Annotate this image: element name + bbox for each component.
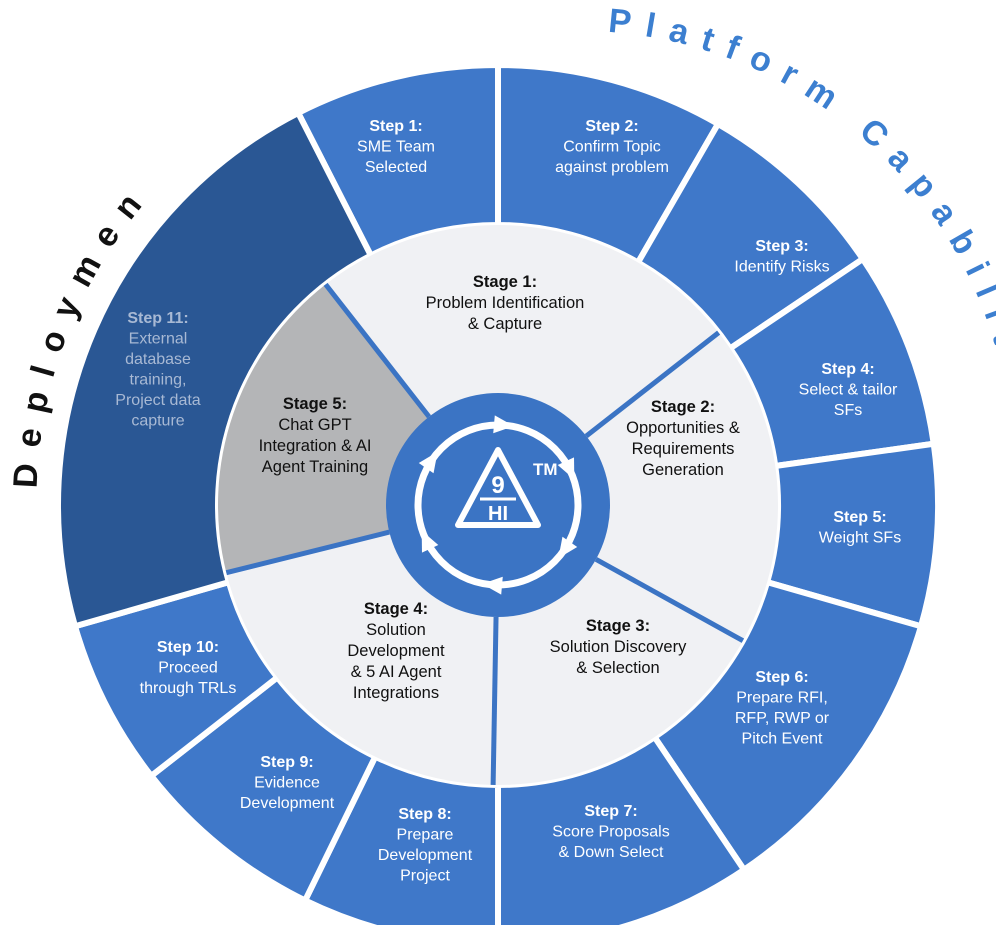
logo-bottom-text: HI <box>488 503 508 525</box>
step-6-label-line: Pitch Event <box>742 731 823 748</box>
stage-4-label-line: Integrations <box>353 684 439 702</box>
step-7-label-line: Score Proposals <box>552 824 669 841</box>
step-1-label-line: SME Team <box>357 139 435 156</box>
cycle-arrow-icon <box>493 415 514 434</box>
stage-2-segment <box>583 332 778 641</box>
trademark-text: TM <box>533 460 558 479</box>
stage-3-label-title: Stage 3: <box>586 617 650 635</box>
stage-4-segment <box>226 531 497 785</box>
cycle-arrow-icon <box>482 576 503 595</box>
center-hub: 9HI TM <box>386 393 610 617</box>
step-4-label-title: Step 4: <box>821 361 874 378</box>
step-6-label-line: Prepare RFI, <box>736 690 828 707</box>
step-9-label-line: Evidence <box>254 775 320 792</box>
cycle-arrow-icon <box>557 457 575 480</box>
cycle-arrow-icon <box>418 451 438 474</box>
step-8-label-title: Step 8: <box>398 806 451 823</box>
inner-ring <box>217 225 778 786</box>
cycle-arrow-icon <box>558 536 578 559</box>
step-5-label: Step 5: Weight SFs <box>819 509 901 547</box>
stage-2-label-title: Stage 2: <box>651 398 715 416</box>
stage-3-label-line: & Selection <box>576 659 659 677</box>
stage-1-label: Stage 1: Problem Identification & Capture <box>426 273 585 333</box>
stage-2-label-line: Generation <box>642 461 724 479</box>
step-11-label-line: database <box>125 351 191 368</box>
step-6-label: Step 6: Prepare RFI, RFP, RWP or Pitch Even… <box>735 669 830 748</box>
stage-4-label-line: Development <box>347 642 445 660</box>
stage-divider <box>323 282 432 419</box>
step-2-label-title: Step 2: <box>585 118 638 135</box>
stage-1-label-line: Problem Identification <box>426 294 585 312</box>
step-7-label: Step 7: Score Proposals & Down Select <box>552 803 669 861</box>
step-11-label-title: Step 11: <box>127 310 188 327</box>
step-3-label-line: Identify Risks <box>734 259 829 276</box>
step-1-label-line: Selected <box>365 159 427 176</box>
stage-5-label-line: Agent Training <box>262 458 368 476</box>
step-1-label-title: Step 1: <box>369 118 422 135</box>
stage-5-label-title: Stage 5: <box>283 395 347 413</box>
step-11-label-line: training, <box>130 372 187 389</box>
step-5-label-title: Step 5: <box>833 509 886 526</box>
step-6-label-line: RFP, RWP or <box>735 710 830 727</box>
stage-1-label-title: Stage 1: <box>473 273 537 291</box>
step-5-label-line: Weight SFs <box>819 530 901 547</box>
step-6-label-title: Step 6: <box>755 669 808 686</box>
step-4-label-line: Select & tailor <box>799 382 898 399</box>
stage-1-segment <box>325 225 719 439</box>
stage-2-label-line: Opportunities & <box>626 419 740 437</box>
stage-5-label: Stage 5: Chat GPT Integration & AI Agent Tr… <box>259 395 372 476</box>
step-4-label-line: SFs <box>834 402 862 419</box>
nine-hi-logo-icon: 9HI TM <box>455 447 558 528</box>
step-10-label: Step 10: Proceed through TRLs <box>140 639 237 697</box>
step-2-label-line: Confirm Topic <box>563 139 661 156</box>
step-11-label-line: External <box>129 331 188 348</box>
stage-2-label-line: Requirements <box>632 440 735 458</box>
step-9-label-title: Step 9: <box>260 754 313 771</box>
stage-5-label-line: Integration & AI <box>259 437 372 455</box>
step-3-label: Step 3: Identify Risks <box>734 238 829 276</box>
stage-4-label-line: & 5 AI Agent <box>351 663 442 681</box>
step-9-label-line: Development <box>240 795 335 812</box>
stage-3-label-line: Solution Discovery <box>550 638 687 656</box>
step-10-label-line: through TRLs <box>140 680 237 697</box>
step-3-label-title: Step 3: <box>755 238 808 255</box>
step-2-label: Step 2: Confirm Topic against problem <box>555 118 669 176</box>
stage-3-segment <box>493 557 743 785</box>
step-8-label-line: Development <box>378 847 473 864</box>
stage-divider <box>490 616 499 786</box>
stage-divider <box>594 557 745 643</box>
stage-5-label-line: Chat GPT <box>278 416 351 434</box>
logo-top-text: 9 <box>491 472 504 499</box>
stage-3-label: Stage 3: Solution Discovery & Selection <box>550 617 687 677</box>
stage-divider <box>584 330 721 439</box>
stage-4-label-title: Stage 4: <box>364 600 428 618</box>
step-11-label: Step 11: External database training, Project… <box>115 310 200 430</box>
stage-5-segment <box>217 284 432 573</box>
step-7-label-line: & Down Select <box>559 844 664 861</box>
step-8-label-line: Prepare <box>397 827 454 844</box>
step-2-label-line: against problem <box>555 159 669 176</box>
stage-1-label-line: & Capture <box>468 315 542 333</box>
step-10-label-line: Proceed <box>158 660 218 677</box>
stage-divider <box>225 529 390 576</box>
step-10-label-title: Step 10: <box>157 639 219 656</box>
step-7-label-title: Step 7: <box>584 803 637 820</box>
stage-4-label-line: Solution <box>366 621 426 639</box>
step-8-label-line: Project <box>400 868 450 885</box>
step-11-label-line: capture <box>131 413 184 430</box>
cycle-arrow-icon <box>421 530 439 553</box>
step-11-label-line: Project data <box>115 392 200 409</box>
